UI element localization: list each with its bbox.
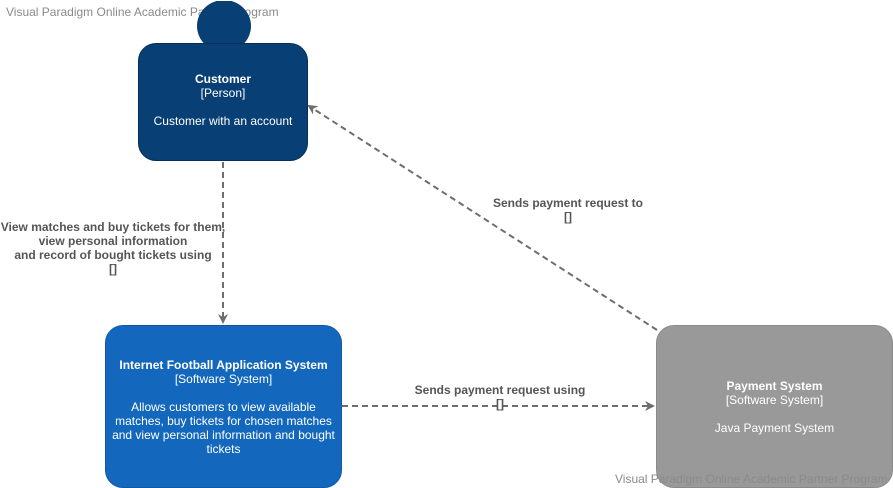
relationship-label-customer-to-app: View matches and buy tickets for them, v… [0,220,226,276]
payment-type: [Software System] [725,392,824,407]
app-system-node[interactable]: Internet Football Application System [So… [105,325,342,488]
relationship-technology: [] [564,210,572,224]
relationship-technology: [] [109,262,117,276]
payment-description: Java Payment System [714,420,835,435]
app-description-line: and view personal information and bought [112,427,335,442]
customer-type: [Person] [200,86,246,100]
relationship-label-line: Sends payment request to [492,196,644,210]
app-description-line: matches, buy tickets for chosen matches [115,413,332,428]
payment-title: Payment System [726,378,823,393]
customer-description: Customer with an account [153,114,293,128]
app-description: Allows customers to view available match… [112,400,335,456]
app-type: [Software System] [174,371,273,386]
relationship-label-line: View matches and buy tickets for them, [0,220,226,234]
relationship-label-line: view personal information [38,234,188,248]
relationship-label-line: Sends payment request using [414,383,586,397]
relationship-label-app-to-payment: Sends payment request using [] [405,383,595,411]
customer-node[interactable]: Customer [Person] Customer with an accou… [138,43,308,161]
relationship-label-line: and record of bought tickets using [14,248,212,262]
app-description-line: Allows customers to view available [131,399,316,414]
relationship-label-payment-to-customer: Sends payment request to [] [488,196,648,224]
relationship-technology: [] [496,397,504,411]
app-description-line: tickets [206,441,241,456]
payment-system-node[interactable]: Payment System [Software System] Java Pa… [656,325,893,488]
customer-title: Customer [194,72,251,86]
watermark-bottom: Visual Paradigm Online Academic Partner … [615,472,888,486]
connector-payment-to-customer [307,104,658,331]
app-title: Internet Football Application System [119,357,328,372]
